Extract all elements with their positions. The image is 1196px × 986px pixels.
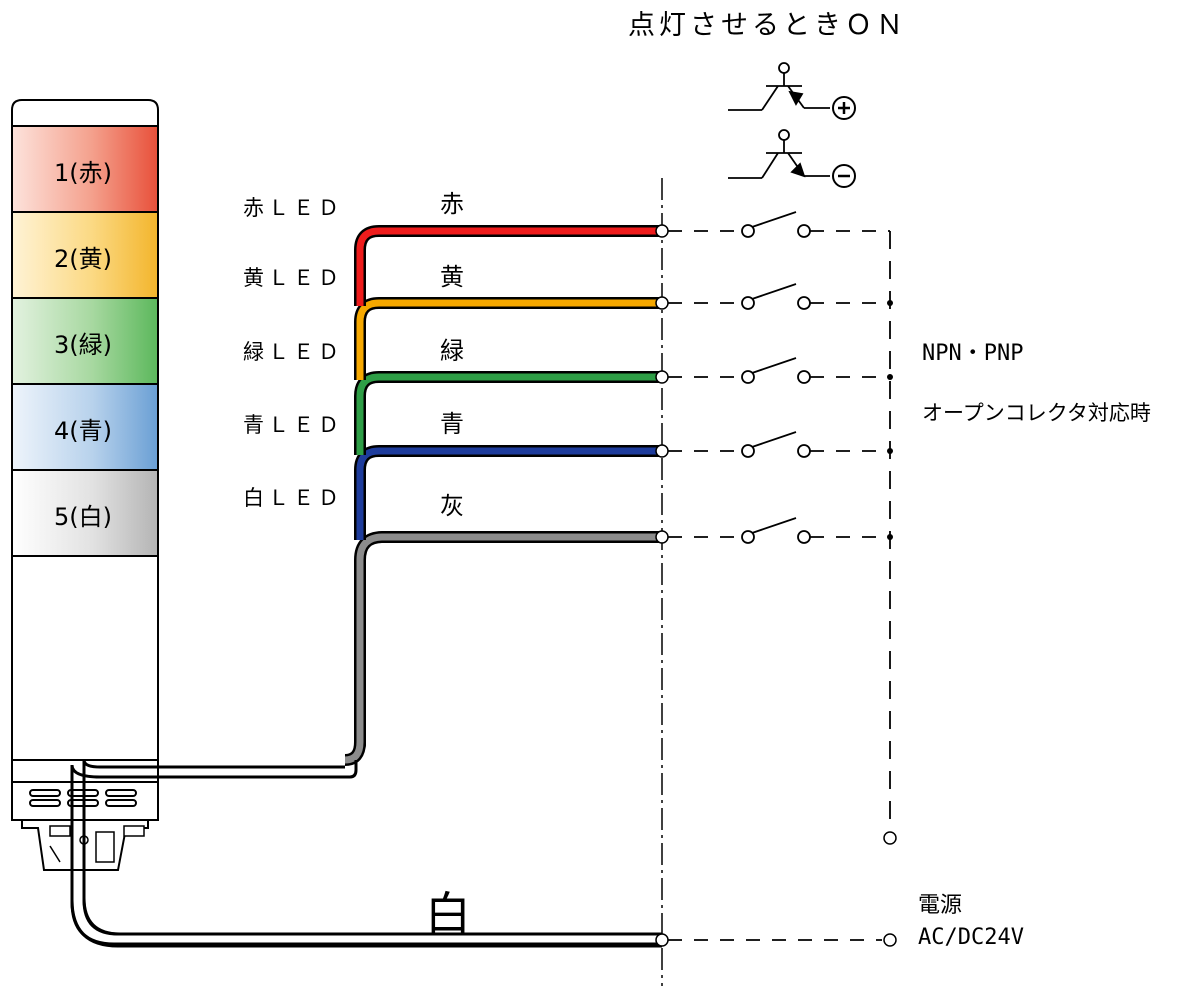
wire-label-common: 白 [425, 887, 471, 941]
led-label-blue: 青ＬＥＤ [243, 413, 343, 437]
tower-tier-4: 4(青) [11, 383, 159, 471]
switch-row-5 [668, 517, 890, 544]
wire-gray [354, 531, 668, 751]
wire-common-inner [82, 870, 662, 936]
tower-tier-5: 5(白) [11, 469, 159, 557]
power-spec: AC/DC24V [918, 925, 1024, 950]
switch-row-4 [668, 431, 890, 458]
wire-label-blue: 青 [440, 410, 464, 438]
wire-blue [354, 445, 662, 540]
wire-red [354, 225, 662, 306]
led-label-red: 赤ＬＥＤ [243, 196, 343, 220]
tower-tier-2: 2(黄) [11, 211, 159, 299]
wire-label-red: 赤 [440, 190, 464, 218]
led-label-yellow: 黄ＬＥＤ [243, 266, 343, 290]
wire-label-yellow: 黄 [440, 263, 464, 291]
transistor-pnp-symbol [728, 62, 856, 120]
power-label: 電源 [918, 893, 962, 918]
wire-common-outer [70, 870, 662, 948]
transistor-npn-symbol [728, 129, 856, 188]
wire-label-green: 緑 [440, 337, 464, 365]
switch-row-1 [668, 211, 890, 238]
power-terminal-bottom [883, 933, 897, 947]
terminals [655, 224, 669, 947]
tier-label: 5(白) [54, 503, 112, 531]
tier-label: 1(赤) [54, 159, 112, 187]
led-label-green: 緑ＬＥＤ [243, 340, 343, 364]
wire-yellow [354, 297, 662, 380]
switch-row-3 [668, 357, 890, 384]
diagram-title: 点灯させるときＯＮ [628, 10, 907, 41]
led-label-white: 白ＬＥＤ [243, 486, 343, 510]
signal-tower: 1(赤) 2(黄) 3(緑) 4(青) 5(白) [11, 99, 159, 871]
open-collector-note: オープンコレクタ対応時 [922, 401, 1151, 425]
power-terminal-top [883, 831, 897, 845]
tier-label: 4(青) [54, 417, 112, 445]
wire-green [354, 371, 662, 455]
tower-tier-1: 1(赤) [11, 125, 159, 213]
tier-label: 2(黄) [54, 245, 112, 273]
wire-gray-bend [344, 741, 366, 766]
wire-common [70, 759, 662, 946]
output-type-note: NPN・PNP [922, 341, 1023, 366]
switch-row-2 [668, 283, 890, 310]
wire-label-gray: 灰 [440, 492, 464, 520]
tower-tier-3: 3(緑) [11, 297, 159, 385]
tier-label: 3(緑) [54, 331, 112, 359]
